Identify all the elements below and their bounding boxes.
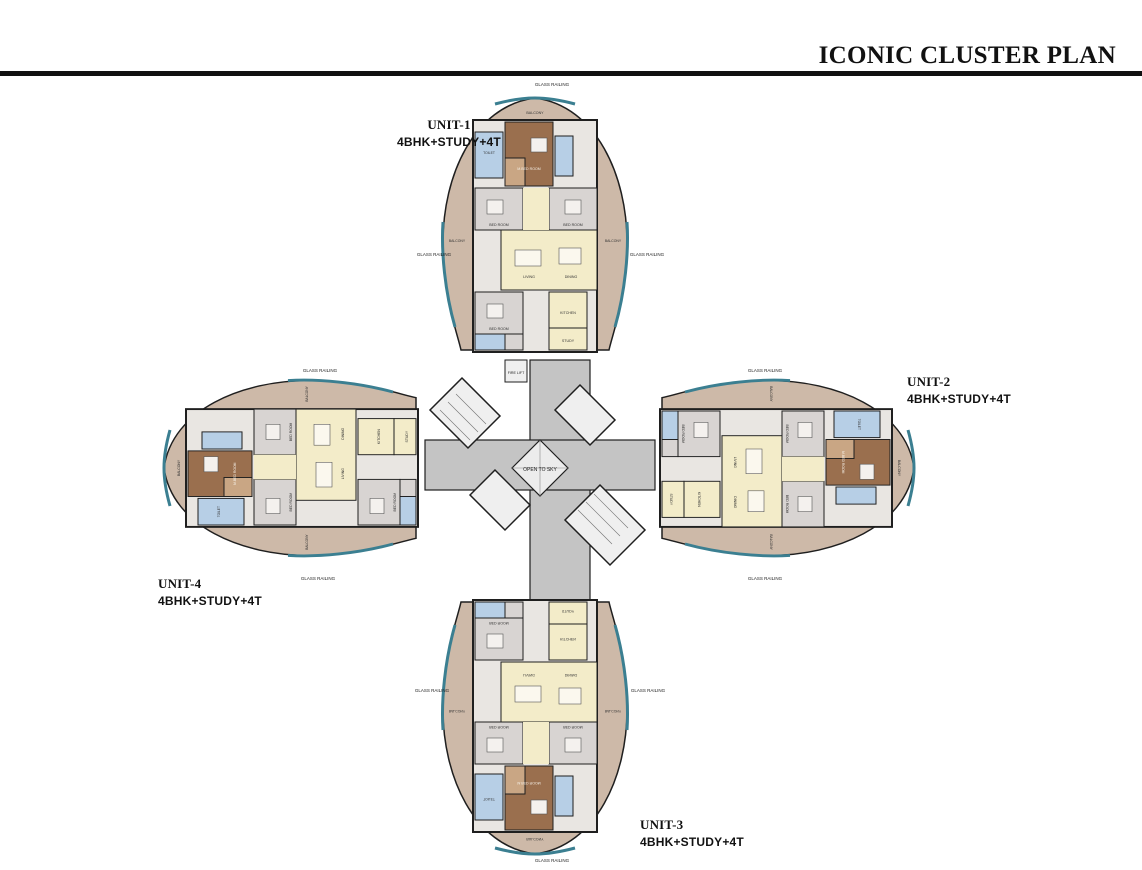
svg-text:GLASS RAILING: GLASS RAILING — [630, 252, 665, 257]
unit-3-type: 4BHK+STUDY+4T — [640, 835, 744, 849]
unit-1-name: UNIT-1 — [427, 117, 471, 132]
wing-unit-4 — [162, 378, 420, 558]
unit-1-type: 4BHK+STUDY+4T — [397, 135, 501, 149]
open-to-sky-label: OPEN TO SKY — [523, 467, 557, 473]
unit-4-label: UNIT-4 4BHK+STUDY+4T — [158, 576, 262, 608]
wing-unit-3 — [441, 598, 629, 856]
svg-text:GLASS RAILING: GLASS RAILING — [303, 368, 338, 373]
fire-lift-label: FIRE LIFT — [508, 371, 525, 375]
svg-text:GLASS RAILING: GLASS RAILING — [415, 688, 450, 693]
unit-2-label: UNIT-2 4BHK+STUDY+4T — [907, 374, 1011, 406]
title-rule — [0, 71, 1142, 76]
unit-3-name: UNIT-3 — [640, 817, 684, 832]
svg-text:GLASS RAILING: GLASS RAILING — [748, 368, 783, 373]
unit-2-type: 4BHK+STUDY+4T — [907, 392, 1011, 406]
page-title: ICONIC CLUSTER PLAN — [818, 42, 1116, 69]
central-core: OPEN TO SKY FIRE LIFT — [424, 359, 656, 601]
wing-unit-2 — [658, 378, 916, 558]
svg-text:GLASS RAILING: GLASS RAILING — [535, 858, 570, 863]
svg-text:GLASS RAILING: GLASS RAILING — [535, 82, 570, 87]
svg-text:GLASS RAILING: GLASS RAILING — [748, 576, 783, 581]
unit-2-name: UNIT-2 — [907, 374, 951, 389]
glass-railing-callouts: GLASS RAILING GLASS RAILING GLASS RAILIN… — [301, 82, 783, 863]
unit-4-type: 4BHK+STUDY+4T — [158, 594, 262, 608]
unit-4-name: UNIT-4 — [158, 576, 202, 591]
unit-1-label: UNIT-1 4BHK+STUDY+4T — [397, 117, 501, 149]
svg-text:GLASS RAILING: GLASS RAILING — [631, 688, 666, 693]
svg-text:GLASS RAILING: GLASS RAILING — [301, 576, 336, 581]
unit-3-label: UNIT-3 4BHK+STUDY+4T — [640, 817, 744, 849]
svg-text:GLASS RAILING: GLASS RAILING — [417, 252, 452, 257]
